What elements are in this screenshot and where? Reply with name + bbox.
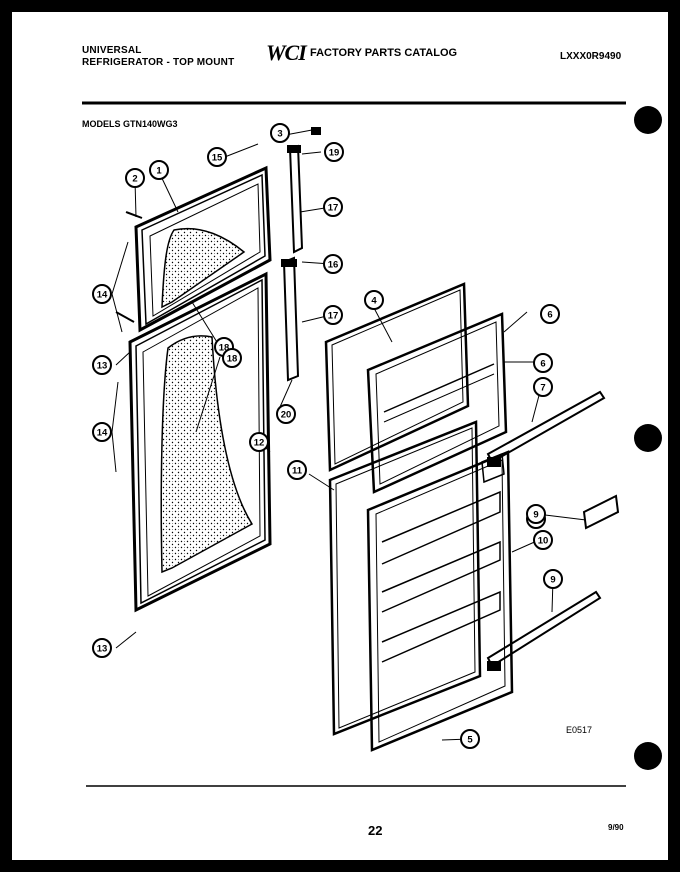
callout-10: 10 <box>533 530 553 550</box>
callout-6: 6 <box>540 304 560 324</box>
callout-11: 11 <box>287 460 307 480</box>
callout-number: 7 <box>540 383 545 394</box>
callout-circle <box>533 353 553 373</box>
punch-hole-top <box>634 106 662 134</box>
callout-9: 9 <box>543 569 563 589</box>
callout-number: 18 <box>219 343 230 354</box>
callout-17: 17 <box>323 197 343 217</box>
callout-number: 17 <box>328 203 339 214</box>
callout-17: 17 <box>323 305 343 325</box>
callout-number: 5 <box>467 735 473 746</box>
revision-code: 9/90 <box>608 823 624 832</box>
callout-14: 14 <box>92 422 112 442</box>
callout-9: 9 <box>526 504 546 524</box>
catalog-code: LXXX0R9490 <box>560 51 622 62</box>
callout-circle <box>149 160 169 180</box>
callout-circle <box>276 404 296 424</box>
callout-12: 12 <box>249 432 269 452</box>
callout-circle <box>543 569 563 589</box>
callout-circle <box>207 147 227 167</box>
callout-14: 14 <box>92 284 112 304</box>
callout-circle <box>324 142 344 162</box>
callout-20: 20 <box>276 404 296 424</box>
callout-circle <box>125 168 145 188</box>
callout-7: 7 <box>533 377 553 397</box>
callout-circle <box>533 530 553 550</box>
callout-number: 14 <box>97 428 108 439</box>
callout-circle <box>364 290 384 310</box>
callout-18: 18 <box>222 348 242 368</box>
callout-circle <box>323 305 343 325</box>
callout-15: 15 <box>207 147 227 167</box>
catalog-title: FACTORY PARTS CATALOG <box>310 47 458 59</box>
callout-number: 1 <box>156 166 162 177</box>
catalog-page: UNIVERSAL REFRIGERATOR - TOP MOUNT WCI F… <box>12 12 668 860</box>
wci-logo: WCI <box>266 40 307 65</box>
punch-hole-middle <box>634 424 662 452</box>
callout-6: 6 <box>533 353 553 373</box>
figure-code: E0517 <box>566 725 593 735</box>
callout-layer: 1234566789910111213131414151617171818192… <box>92 123 563 749</box>
callout-19: 19 <box>324 142 344 162</box>
callout-number: 11 <box>292 466 303 477</box>
callout-number: 9 <box>550 575 555 586</box>
callout-circle <box>92 284 112 304</box>
callout-number: 13 <box>97 361 108 372</box>
callout-circle <box>222 348 242 368</box>
callout-5: 5 <box>460 729 480 749</box>
callout-number: 14 <box>97 290 108 301</box>
callout-2: 2 <box>125 168 145 188</box>
callout-circle <box>460 729 480 749</box>
freezer-inner-liner <box>324 282 508 494</box>
callout-circle <box>533 377 553 397</box>
callout-1: 1 <box>149 160 169 180</box>
brand-line-2: REFRIGERATOR - TOP MOUNT <box>82 57 235 68</box>
callout-circle <box>92 355 112 375</box>
callout-number: 20 <box>281 410 292 421</box>
callout-13: 13 <box>92 355 112 375</box>
callout-number: 17 <box>328 311 339 322</box>
callout-13: 13 <box>92 638 112 658</box>
callout-circle <box>92 638 112 658</box>
callout-circle <box>540 304 560 324</box>
callout-number: 16 <box>328 260 339 271</box>
callout-circle <box>270 123 290 143</box>
callout-number: 19 <box>329 148 340 159</box>
callout-circle <box>526 504 546 524</box>
callout-circle <box>92 422 112 442</box>
callout-number: 12 <box>254 438 265 449</box>
freezer-door-assembly <box>134 165 272 333</box>
fresh-food-door-assembly <box>128 271 272 613</box>
punch-hole-bottom <box>634 742 662 770</box>
callout-circle <box>323 254 343 274</box>
exploded-view-diagram: 1234566789910111213131414151617171818192… <box>82 101 626 787</box>
callout-number: 10 <box>538 536 549 547</box>
callout-circle <box>249 432 269 452</box>
callout-number: 18 <box>227 354 238 365</box>
callout-circle <box>287 460 307 480</box>
fresh-food-inner-liner <box>328 420 514 752</box>
callout-number: 6 <box>547 310 552 321</box>
callout-number: 13 <box>97 644 108 655</box>
callout-number: 4 <box>371 296 377 307</box>
callout-circle <box>323 197 343 217</box>
brand-line-1: UNIVERSAL <box>82 45 142 56</box>
door-shelves <box>486 390 620 671</box>
callout-number: 3 <box>277 129 282 140</box>
callout-number: 2 <box>132 174 137 185</box>
callout-3: 3 <box>270 123 290 143</box>
callout-number: 6 <box>540 359 545 370</box>
models-label: MODELS GTN140WG3 <box>82 119 178 129</box>
callout-number: 9 <box>533 510 538 521</box>
callout-number: 15 <box>212 153 223 164</box>
page-number: 22 <box>368 823 383 838</box>
callout-16: 16 <box>323 254 343 274</box>
callout-4: 4 <box>364 290 384 310</box>
hinge-parts <box>115 127 321 382</box>
